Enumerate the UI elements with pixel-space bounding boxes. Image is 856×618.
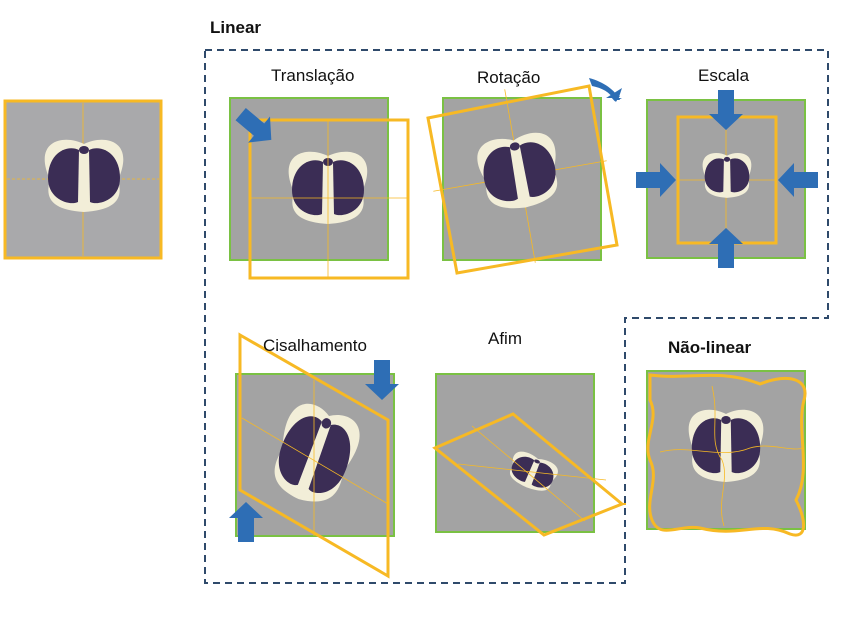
rotate-arrow-icon	[589, 78, 622, 102]
rotation-panel	[426, 78, 622, 275]
linear-region-outline	[204, 49, 829, 584]
shear-panel	[229, 332, 399, 579]
translation-panel	[229, 97, 410, 280]
translation-label: Translação	[271, 66, 355, 85]
scale-panel	[636, 90, 818, 268]
scale-label: Escala	[698, 66, 750, 85]
affine-panel	[432, 373, 625, 537]
shear-label: Cisalhamento	[263, 336, 367, 355]
nonlinear-panel	[646, 370, 807, 537]
affine-label: Afim	[488, 329, 522, 348]
linear-label: Linear	[210, 18, 262, 37]
original-image	[3, 99, 163, 260]
rotation-label: Rotação	[477, 68, 541, 87]
nonlinear-label: Não-linear	[668, 338, 752, 357]
